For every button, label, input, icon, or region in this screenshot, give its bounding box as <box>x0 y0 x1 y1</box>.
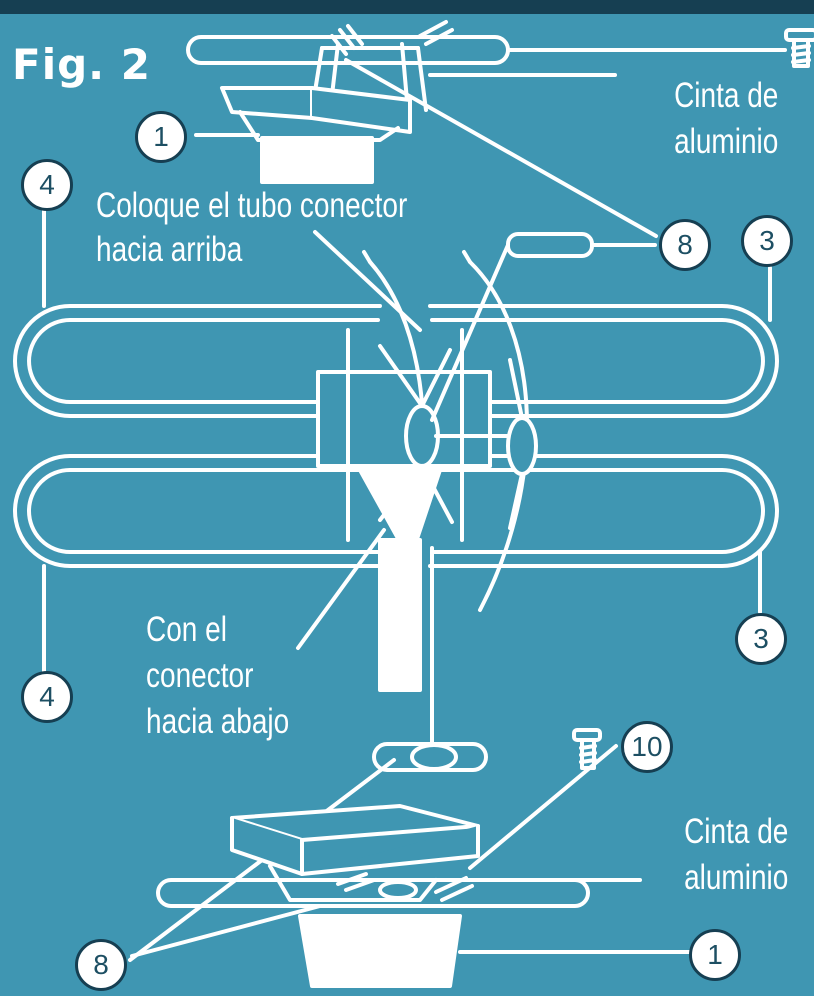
callout-4-top: 4 <box>21 159 73 211</box>
lower-right-loop <box>428 454 779 568</box>
top-platform <box>220 86 314 120</box>
leader-8-top <box>344 58 658 238</box>
bottom-mast-assembly <box>130 804 692 988</box>
upper-left-loop <box>13 304 382 418</box>
central-hub <box>296 230 657 650</box>
connector-up-label-line1: Coloque el tubo conector <box>96 186 408 225</box>
bottom-mast-base <box>298 914 462 988</box>
connector-down-label-line1: Con el <box>146 610 227 649</box>
bottom-clamp-screws <box>336 872 474 902</box>
callout-8-top: 8 <box>659 219 711 271</box>
lower-left-loop <box>13 454 382 568</box>
hub-ring-right <box>506 416 538 476</box>
connector-down-label-line3: hacia abajo <box>146 702 290 741</box>
connector-down-label-line2: conector <box>146 656 254 695</box>
top-border <box>0 0 814 14</box>
mast <box>358 468 442 744</box>
screw-10-icon <box>468 728 618 870</box>
tape-top-label-line2: aluminio <box>673 122 778 161</box>
callout-1-top: 1 <box>135 111 187 163</box>
top-screw-icon <box>784 28 814 68</box>
antenna-loops <box>13 304 779 568</box>
top-mast-base <box>260 136 374 184</box>
figure-title: Fig. 2 <box>12 40 151 89</box>
leader-connector-down <box>296 528 386 650</box>
top-mast-assembly <box>186 20 814 184</box>
callout-3-top: 3 <box>741 215 793 267</box>
tape-top-label-line1: Cinta de <box>673 76 778 115</box>
callout-4-bottom: 4 <box>21 671 73 723</box>
top-clamp-bars <box>310 42 428 114</box>
top-clamp-screws <box>330 20 454 56</box>
connector-up-label-line2: hacia arriba <box>96 230 243 269</box>
callout-10: 10 <box>621 721 673 773</box>
leader-connector-up <box>313 230 422 332</box>
leader-10 <box>468 744 618 870</box>
callout-3-bottom: 3 <box>735 613 787 665</box>
bottom-mast-tube <box>156 878 590 908</box>
top-connector-tube <box>506 232 594 258</box>
callout-8-bottom: 8 <box>75 939 127 991</box>
tape-bottom-label-line2: aluminio <box>683 858 788 897</box>
leader-8-bottom-b <box>130 904 322 958</box>
rib-right <box>468 260 529 612</box>
tape-bottom-label-line1: Cinta de <box>683 812 788 851</box>
upper-right-loop <box>428 304 779 418</box>
callout-1-bottom: 1 <box>689 929 741 981</box>
mast-tube <box>378 538 422 692</box>
